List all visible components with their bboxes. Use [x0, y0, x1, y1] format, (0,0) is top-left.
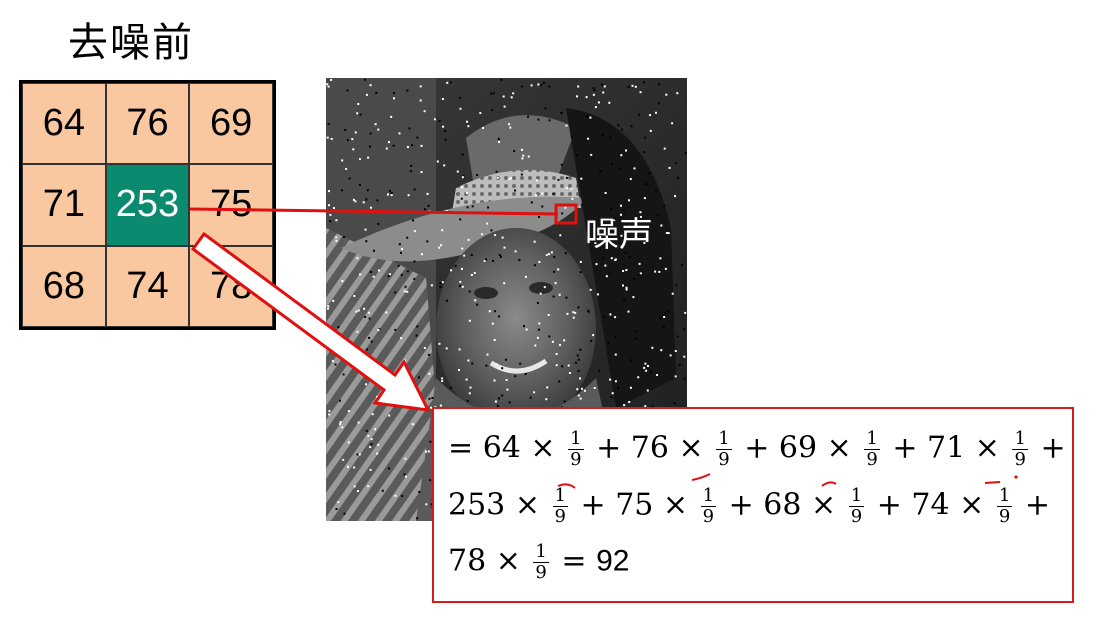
grid-cell: 69 — [189, 83, 273, 165]
formula-term: 69 — [778, 430, 818, 466]
noise-label: 噪声 — [585, 215, 653, 255]
grid-cell: 68 — [22, 245, 106, 327]
formula-term: 68 — [763, 487, 802, 523]
plus-sign: + — [876, 487, 902, 523]
formula-term: 78 — [448, 543, 487, 579]
times-sign: × — [514, 487, 540, 523]
plus-sign: + — [580, 487, 606, 523]
plus-sign: + — [892, 430, 918, 466]
grid-cell: 76 — [105, 83, 190, 165]
plus-sign: + — [1024, 487, 1050, 523]
times-sign: × — [530, 430, 556, 466]
formula-term: 74 — [911, 487, 950, 523]
plus-sign: + — [1040, 430, 1066, 466]
times-sign: × — [959, 487, 985, 523]
formula-term: 76 — [630, 430, 669, 466]
red-mark — [1014, 475, 1018, 479]
grid-cell: 71 — [22, 164, 106, 246]
plus-sign: + — [744, 430, 770, 466]
red-mark — [557, 483, 576, 489]
noise-pointer-line — [189, 207, 559, 216]
times-sign: × — [495, 543, 521, 579]
times-sign: × — [662, 487, 689, 523]
times-sign: × — [974, 430, 1000, 466]
plus-sign: + — [728, 487, 754, 523]
times-sign: × — [826, 430, 852, 466]
grid-cell: 75 — [189, 164, 273, 246]
plus-sign: + — [596, 430, 622, 466]
red-mark — [691, 473, 711, 481]
formula-term: 71 — [927, 430, 966, 466]
arrow-to-formula — [190, 231, 431, 412]
title-before-denoise: 去噪前 — [68, 20, 194, 66]
grid-cell-center-noise: 253 — [105, 164, 190, 246]
formula-term: 75 — [615, 487, 654, 523]
grid-cell: 74 — [105, 245, 190, 327]
formula-term: 64 — [482, 430, 521, 466]
formula-result: 92 — [596, 544, 630, 578]
red-mark — [984, 481, 1001, 484]
grid-cell: 64 — [22, 83, 106, 165]
formula-equals: = — [561, 543, 587, 579]
pixel-grid: 64 76 69 71 253 75 68 74 78 — [19, 80, 276, 330]
formula-term: 253 — [448, 487, 506, 523]
noise-marker-box — [554, 203, 578, 225]
times-sign: × — [811, 487, 837, 523]
formula-equals: = — [448, 430, 474, 466]
times-sign: × — [678, 430, 704, 466]
red-mark — [821, 481, 837, 487]
